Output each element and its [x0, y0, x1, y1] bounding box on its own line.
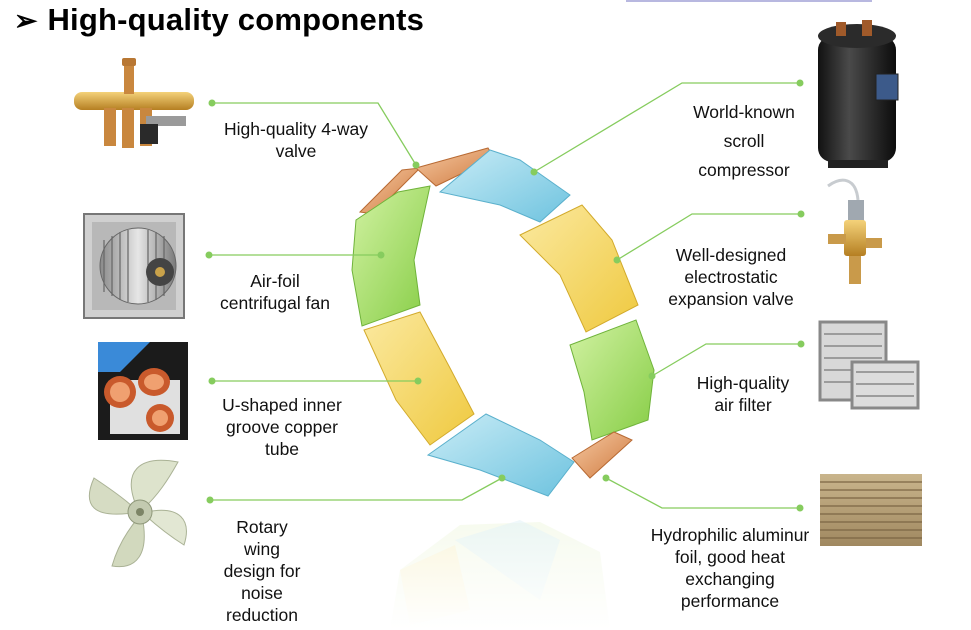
slide-title: ➢ High-quality components [14, 0, 424, 40]
ring-segment-copper-bottom [571, 431, 633, 479]
ring-segment-green-right [569, 319, 655, 441]
scroll-compressor-icon [818, 20, 899, 168]
title-bullet-icon: ➢ [14, 4, 38, 36]
label-four-way-valve: High-quality 4-way valve [224, 119, 368, 161]
label-air-filter: High-quality air filter [696, 373, 790, 415]
connector-expansion [616, 213, 801, 261]
connector-dots [205, 79, 805, 512]
expansion-valve-icon [827, 178, 882, 284]
connector-valve [212, 102, 417, 166]
connector-compressor [533, 82, 800, 173]
label-copper-tube: U-shaped inner groove copper tube [222, 395, 342, 459]
ring-segment-green-left [351, 185, 431, 327]
copper-tube-icon [98, 342, 188, 440]
label-rotary-wing: Rotary wing design for noise reduction [223, 517, 301, 625]
ring-segment-blue-bottom [426, 413, 575, 497]
label-aluminum-foil: Hydrophilic aluminur foil, good heat exc… [650, 525, 810, 611]
connector-lines [209, 82, 801, 509]
ring-segment-blue-top [438, 149, 571, 223]
rotary-wing-icon [89, 459, 187, 568]
air-filter-icon [818, 320, 920, 410]
component-ring [351, 147, 655, 630]
connector-filter [651, 343, 801, 377]
aluminum-foil-icon [820, 474, 922, 546]
top-accent-bar [626, 0, 872, 2]
connector-foil [605, 477, 800, 509]
page-title: High-quality components [47, 2, 425, 37]
ring-segment-yellow-right [519, 204, 639, 333]
four-way-valve-icon [74, 58, 194, 148]
label-scroll-compressor: World-known scroll compressor [693, 102, 795, 180]
connector-wing [210, 477, 503, 501]
label-expansion-valve: Well-designed electrostatic expansion va… [668, 245, 794, 309]
label-centrifugal-fan: Air-foil centrifugal fan [220, 271, 330, 313]
centrifugal-fan-icon [83, 213, 185, 319]
